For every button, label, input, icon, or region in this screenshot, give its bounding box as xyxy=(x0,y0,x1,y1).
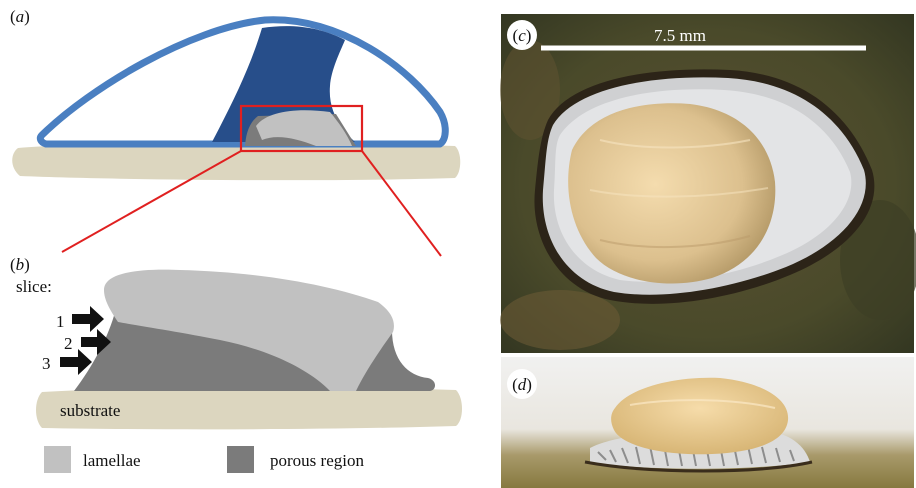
legend-swatch-porous xyxy=(227,446,254,473)
slice-number-3: 3 xyxy=(42,354,51,373)
slice-title: slice: xyxy=(16,277,52,296)
panel-c-photo: 7.5 mm (c) xyxy=(500,14,916,353)
panel-d-label: (d) xyxy=(512,375,532,394)
panel-d-photo: (d) xyxy=(501,357,914,488)
scale-bar-label: 7.5 mm xyxy=(654,26,706,45)
legend-swatch-lamellae xyxy=(44,446,71,473)
panel-a-label: (a) xyxy=(10,7,30,26)
panel-b: (b) slice: substrate 1 2 3 xyxy=(10,255,462,429)
slice-number-2: 2 xyxy=(64,334,73,353)
slice-number-1: 1 xyxy=(56,312,65,331)
shell-photo-c xyxy=(568,103,775,283)
legend: lamellae porous region xyxy=(44,446,364,473)
panel-c-label: (c) xyxy=(513,26,532,45)
legend-label-porous: porous region xyxy=(270,451,364,470)
slice-arrow-1: 1 xyxy=(56,306,104,332)
substrate-a xyxy=(12,143,460,181)
substrate-label: substrate xyxy=(60,401,120,420)
panel-b-label: (b) xyxy=(10,255,30,274)
legend-label-lamellae: lamellae xyxy=(83,451,141,470)
